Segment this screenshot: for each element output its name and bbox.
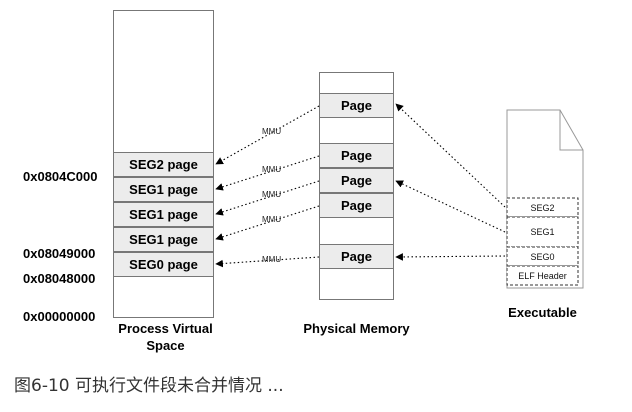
virtual-space-title: Process Virtual Space — [108, 320, 223, 354]
vs-seg0-page: SEG0 page — [113, 252, 214, 277]
vs-seg1-page-2: SEG1 page — [113, 202, 214, 227]
address-label: 0x00000000 — [23, 309, 96, 324]
vs-seg1-page-1: SEG1 page — [113, 177, 214, 202]
pm-page-3: Page — [319, 168, 394, 193]
exe-seg2-label: SEG2 — [530, 202, 555, 213]
pm-page-2: Page — [319, 143, 394, 168]
mmu-label: MMU — [262, 215, 282, 224]
executable-title: Executable — [508, 305, 577, 320]
physical-memory-title: Physical Memory — [303, 321, 410, 336]
address-label: 0x08048000 — [23, 271, 96, 286]
load-arrow — [395, 253, 506, 261]
pm-page-1: Page — [319, 93, 394, 118]
figure-caption: 图6-10 可执行文件段未合并情况 ... — [14, 376, 284, 396]
exe-seg0-label: SEG0 — [530, 251, 555, 262]
vs-seg2-page: SEG2 page — [113, 152, 214, 177]
exe-elf-header-box — [506, 265, 579, 286]
virtual-space-title-line2: Space — [146, 338, 185, 353]
pm-page-4: Page — [319, 193, 394, 218]
exe-elf-header-label: ELF Header — [518, 270, 567, 281]
load-arrow — [395, 180, 506, 233]
load-arrow — [395, 103, 506, 208]
exe-seg1-label: SEG1 — [530, 227, 555, 237]
mmu-label: MMU — [262, 190, 282, 199]
exe-seg1-box — [506, 216, 579, 248]
virtual-space-title-line1: Process Virtual — [118, 321, 213, 336]
mmu-arrow — [215, 256, 320, 268]
address-label: 0x0804C000 — [23, 169, 98, 184]
vs-seg1-page-3: SEG1 page — [113, 227, 214, 252]
mmu-label: MMU — [262, 127, 282, 136]
pm-page-5: Page — [319, 244, 394, 269]
mmu-label: MMU — [262, 255, 282, 264]
mmu-label: MMU — [262, 165, 282, 174]
address-label: 0x08049000 — [23, 246, 96, 261]
